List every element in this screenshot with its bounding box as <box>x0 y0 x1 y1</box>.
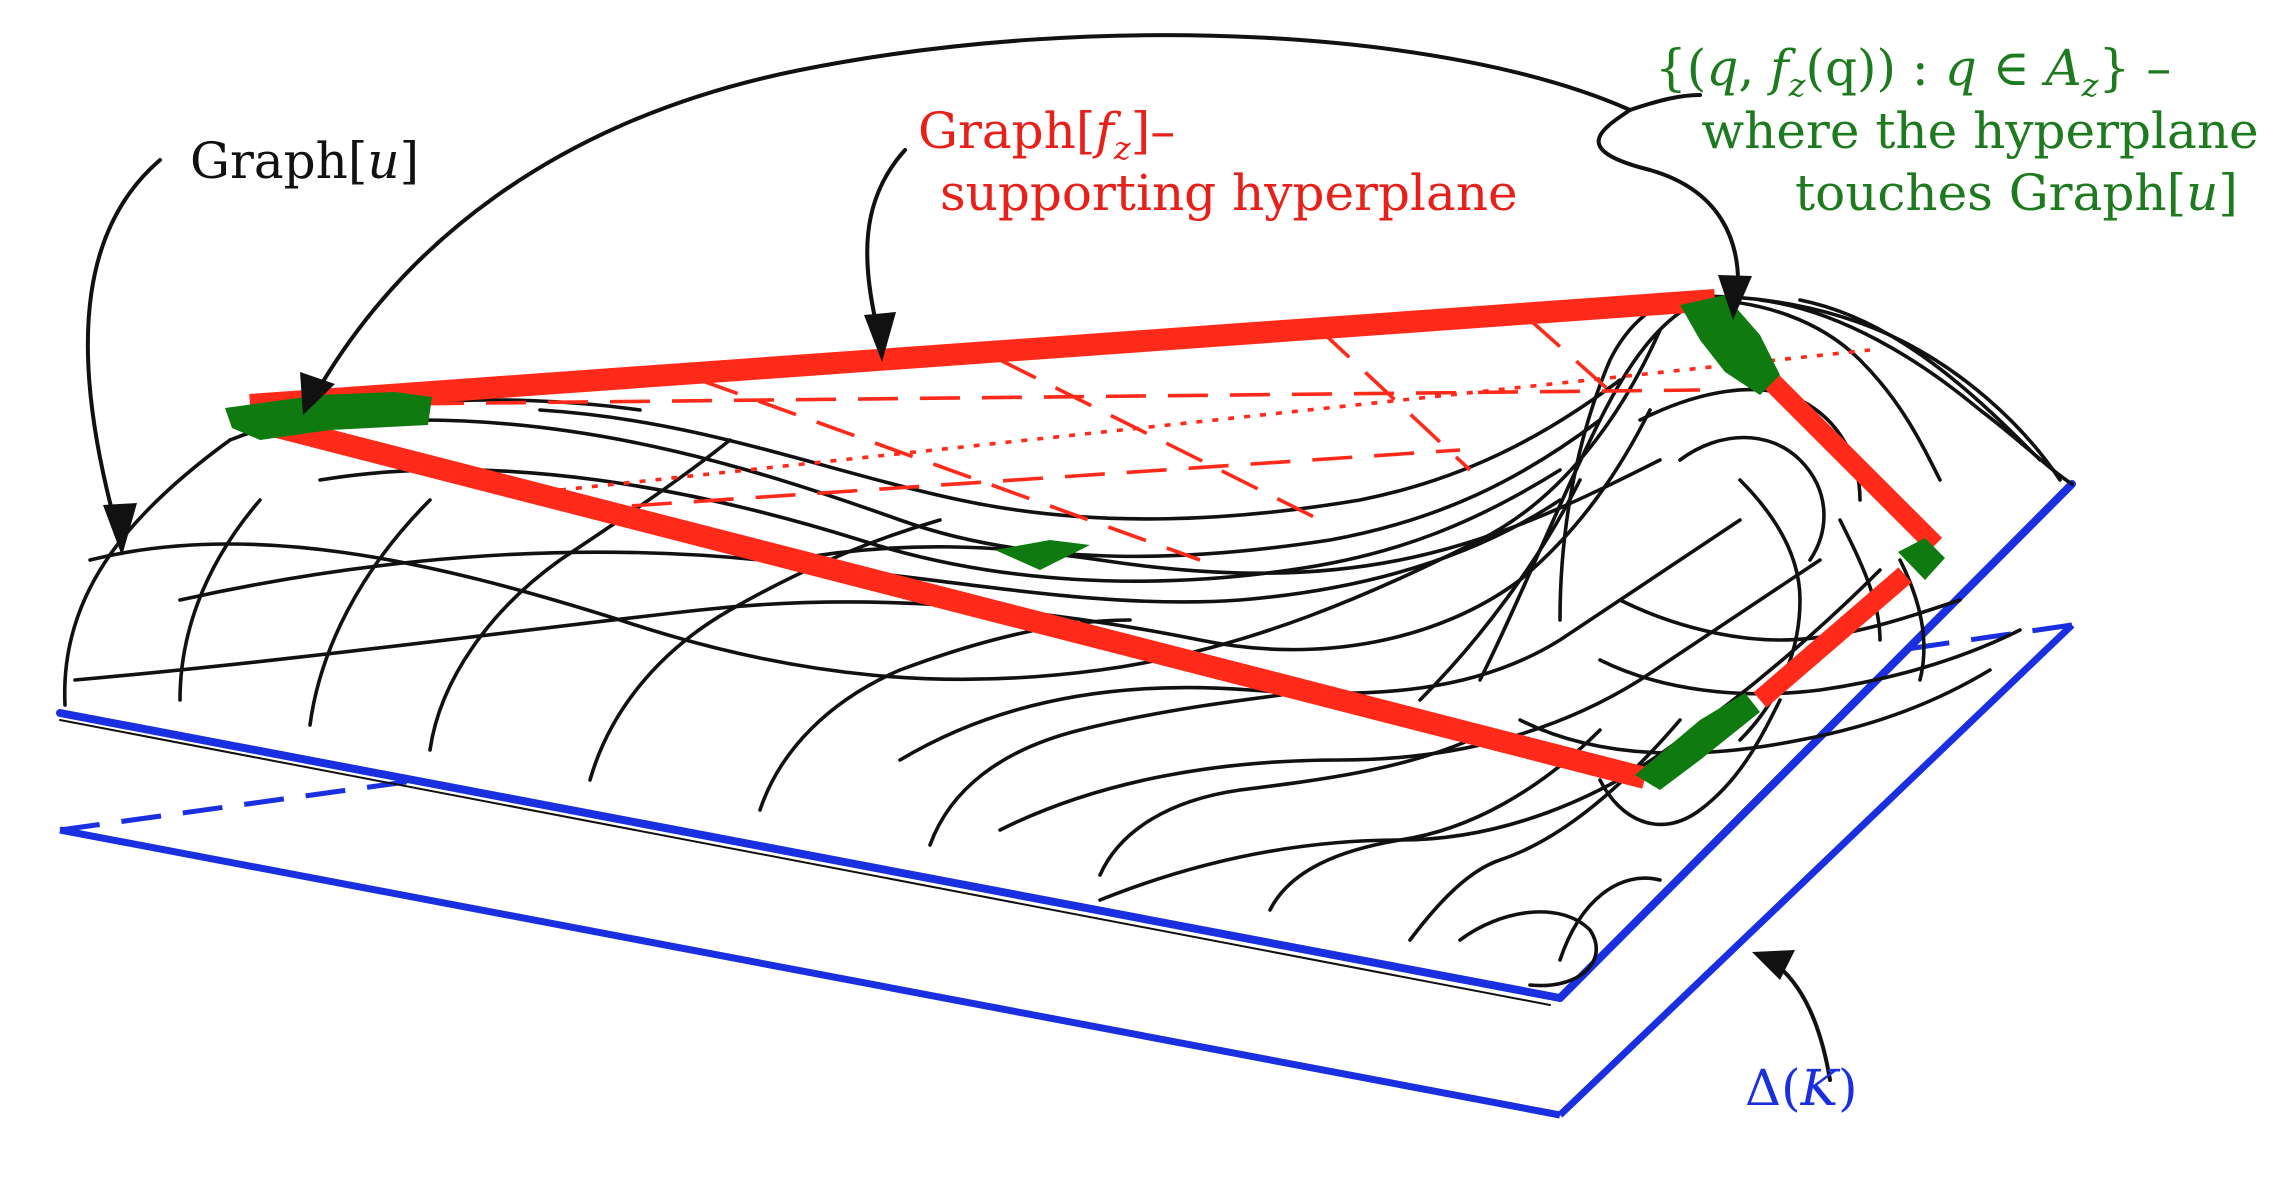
mesh-curve <box>1518 668 1992 755</box>
domain-plane <box>59 622 2075 1119</box>
label-graph-u-suffix: ] <box>399 132 420 190</box>
contact-patch-left <box>225 392 432 440</box>
arrowhead-hyperplane <box>864 312 896 362</box>
label-graph-fz-suffix: ]– <box>1130 102 1176 160</box>
hyperplane-interior <box>299 318 1871 562</box>
mesh-curve <box>1558 876 1662 962</box>
leader-contact-left <box>316 33 1632 392</box>
mesh-curve <box>1698 298 1942 482</box>
leader-graph-u <box>85 158 162 542</box>
mesh-curve <box>1458 910 1598 988</box>
label-graph-fz-prefix: Graph[ <box>918 102 1096 160</box>
surface-front-boundary <box>56 709 1564 1002</box>
mesh-curve <box>1758 298 2074 486</box>
arrowhead-contact-left <box>300 372 335 415</box>
mesh-curve <box>1678 435 1826 562</box>
mesh-curve <box>1418 478 1582 702</box>
label-supporting-hyperplane: supporting hyperplane <box>940 164 1518 222</box>
label-delta-k: Δ(K) <box>1745 1059 1858 1117</box>
hyperplane-dashed-line <box>1318 328 1472 472</box>
hyperplane-right-edge-lower <box>1753 567 1912 708</box>
label-graph-fz: Graph[fz]– <box>918 103 1175 176</box>
contact-patch-middle <box>995 540 1090 570</box>
contact-patch-right <box>1898 538 1945 580</box>
mesh-curve <box>1598 628 2022 696</box>
mesh-curve <box>1478 298 1702 682</box>
label-graph-u: Graph[u] <box>190 133 419 189</box>
arrowhead-graph-u <box>103 503 137 556</box>
domain-right-edge <box>1557 622 2075 1118</box>
domain-back-left-dashed <box>59 777 421 833</box>
annotation-arrows <box>85 33 1832 1082</box>
contact-patch-peak <box>1680 295 1780 395</box>
contact-patch-front <box>1635 693 1760 790</box>
mesh-curve <box>758 618 1132 812</box>
mesh-curve <box>428 438 732 752</box>
mesh-curve <box>318 467 1562 583</box>
mesh-curve <box>62 438 232 707</box>
hyperplane-dashed-line <box>569 448 1461 512</box>
mesh-curve <box>1618 598 1962 642</box>
hyperplane-back-edge <box>249 289 1716 416</box>
mesh-curve <box>898 518 1742 762</box>
domain-front-edge <box>59 826 1561 1119</box>
mesh-curve <box>178 498 1562 604</box>
mesh-curve <box>788 458 1662 575</box>
surface-right-boundary <box>1556 480 2076 1002</box>
hyperplane-dashed-line <box>299 388 1701 407</box>
mesh-curve <box>538 378 1622 521</box>
label-where-hyperplane: where the hyperplane <box>1701 102 2259 160</box>
contact-set <box>225 295 1945 790</box>
mesh-curve <box>1598 698 1782 827</box>
mesh-curve <box>998 558 1822 832</box>
mesh-curve <box>1268 728 1602 912</box>
leader-contact-peak <box>1596 108 1741 292</box>
mesh-curve <box>588 518 942 782</box>
hyperplane-edges <box>247 289 1943 789</box>
hyperplane-dashed-line <box>999 358 1321 522</box>
label-graph-u-prefix: Graph[ <box>190 132 368 190</box>
hyperplane-dotted-line <box>559 348 1871 492</box>
mesh-curve <box>928 688 1322 847</box>
mesh-curve <box>1798 298 2042 462</box>
label-graph-u-var: u <box>367 132 400 190</box>
leader-hyperplane <box>865 148 907 342</box>
hyperplane-front-edge <box>247 409 1648 789</box>
label-contact-set: {(q, fz(q)) : q ∈ Az} – <box>1655 39 2172 104</box>
arrowhead-contact-peak <box>1718 275 1752 320</box>
surface-front-shadow <box>59 719 1551 1006</box>
mesh-curve <box>178 498 262 702</box>
hyperplane-dashed-line <box>1528 318 1622 402</box>
arrowhead-delta <box>1752 950 1795 980</box>
mesh-curve <box>308 498 432 727</box>
surface-boundary <box>56 480 2076 1006</box>
label-graph-fz-var: f <box>1095 102 1114 160</box>
mesh-curve <box>1098 568 1882 902</box>
domain-back-right-dashed <box>1899 622 2073 653</box>
label-touches-graph-u: touches Graph[u] <box>1795 164 2238 222</box>
hyperplane-dashed-line <box>699 378 1201 562</box>
mesh-curve <box>1098 738 1472 877</box>
label-graph-fz-sub: z <box>1113 129 1131 167</box>
leader-contact-brace <box>1628 93 1702 112</box>
